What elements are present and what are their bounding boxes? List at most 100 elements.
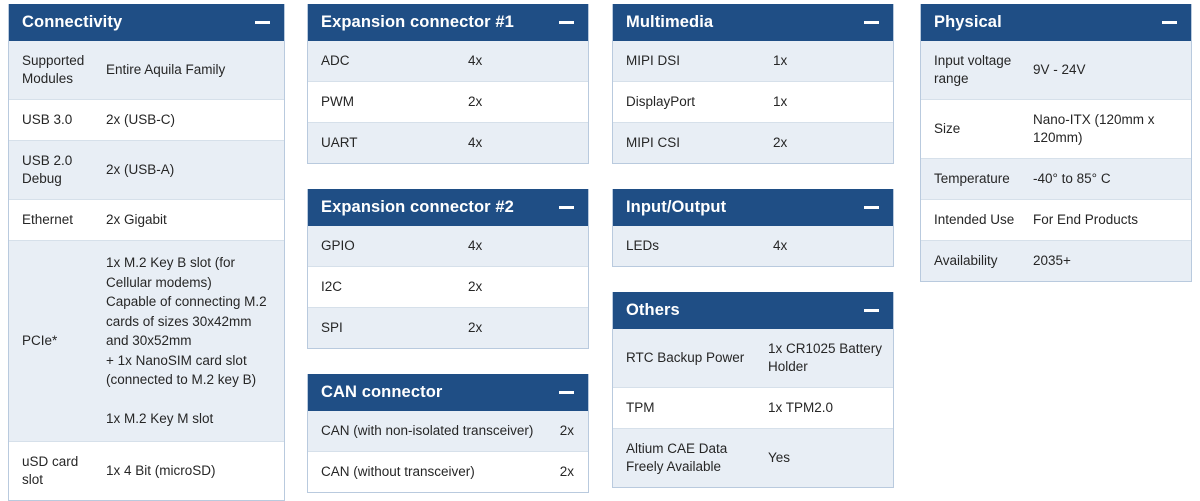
card-header-expansion-connector-1[interactable]: Expansion connector #1 [308,4,588,41]
card-header-input-output[interactable]: Input/Output [613,189,893,226]
table-row: uSD card slot 1x 4 Bit (microSD) [9,441,284,500]
row-label: ADC [321,53,350,68]
row-label: MIPI CSI [626,135,681,150]
minus-icon[interactable] [864,21,879,24]
row-label: Temperature [934,171,1010,186]
minus-icon[interactable] [559,391,574,394]
card-header-physical[interactable]: Physical [921,4,1191,41]
card-title: Connectivity [22,13,123,32]
row-value: For End Products [1033,212,1139,227]
row-label: Input voltage range [934,53,1012,86]
row-label: SPI [321,320,343,335]
minus-icon[interactable] [559,206,574,209]
table-row: I2C 2x [308,267,588,308]
table-row: Ethernet 2x Gigabit [9,200,284,241]
table-row: USB 2.0 Debug 2x (USB-A) [9,141,284,200]
card-can-connector: CAN connector CAN (with non-isolated tra… [307,374,589,493]
card-header-multimedia[interactable]: Multimedia [613,4,893,41]
card-title: Physical [934,13,1002,32]
card-title: Input/Output [626,198,727,217]
row-value: 2x Gigabit [106,212,167,227]
card-expansion-connector-1: Expansion connector #1 ADC 4x PWM 2x UAR… [307,4,589,164]
card-title: CAN connector [321,383,443,402]
row-value: 2x (USB-C) [106,112,176,127]
row-label: USB 3.0 [22,112,73,127]
row-value: Yes [768,450,791,465]
table-row: DisplayPort 1x [613,82,893,123]
table-row: GPIO 4x [308,226,588,267]
row-label: Ethernet [22,212,74,227]
table-row: USB 3.0 2x (USB-C) [9,100,284,141]
row-label: Size [934,121,961,136]
row-label: Altium CAE Data Freely Available [626,441,728,474]
row-label: uSD card slot [22,453,79,487]
row-value: 2x [468,94,483,109]
spec-column-2: Expansion connector #1 ADC 4x PWM 2x UAR… [300,4,605,493]
row-label: TPM [626,400,655,415]
row-value: 1x [773,94,788,109]
row-label: PCIe* [22,332,58,348]
row-value: 1x M.2 Key B slot (for Cellular modems) … [106,255,267,426]
row-value: 2x [559,464,574,479]
card-rows: ADC 4x PWM 2x UART 4x [308,41,588,163]
row-label: CAN (without transceiver) [321,464,475,479]
table-row: MIPI CSI 2x [613,123,893,163]
row-label: CAN (with non-isolated transceiver) [321,423,534,438]
row-value: 4x [773,238,788,253]
row-value: 2x [559,423,574,438]
table-row: Input voltage range 9V - 24V [921,41,1191,100]
row-value: 1x TPM2.0 [768,400,834,415]
row-value: 4x [468,53,483,68]
table-row: TPM 1x TPM2.0 [613,388,893,429]
row-label: I2C [321,279,343,294]
table-row: LEDs 4x [613,226,893,266]
row-value: 2035+ [1033,253,1071,268]
row-label: MIPI DSI [626,53,681,68]
card-rows: Input voltage range 9V - 24V Size Nano-I… [921,41,1191,281]
card-rows: GPIO 4x I2C 2x SPI 2x [308,226,588,348]
card-title: Others [626,301,680,320]
row-value: 1x 4 Bit (microSD) [106,462,216,478]
minus-icon[interactable] [255,21,270,24]
row-value: 2x [468,279,483,294]
row-label: RTC Backup Power [626,350,745,365]
spec-column-4: Physical Input voltage range 9V - 24V Si… [910,4,1200,282]
minus-icon[interactable] [559,21,574,24]
spec-column-1: Connectivity Supported Modules Entire Aq… [0,4,300,501]
spec-columns: Connectivity Supported Modules Entire Aq… [0,4,1200,501]
table-row: PWM 2x [308,82,588,123]
card-input-output: Input/Output LEDs 4x [612,189,894,267]
card-multimedia: Multimedia MIPI DSI 1x DisplayPort 1x MI… [612,4,894,164]
card-expansion-connector-2: Expansion connector #2 GPIO 4x I2C 2x SP… [307,189,589,349]
row-value: Nano-ITX (120mm x 120mm) [1033,112,1155,145]
card-rows: LEDs 4x [613,226,893,266]
card-physical: Physical Input voltage range 9V - 24V Si… [920,4,1192,282]
card-header-others[interactable]: Others [613,292,893,329]
spec-column-3: Multimedia MIPI DSI 1x DisplayPort 1x MI… [605,4,910,488]
row-label: UART [321,135,358,150]
table-row: Availability 2035+ [921,241,1191,281]
card-rows: MIPI DSI 1x DisplayPort 1x MIPI CSI 2x [613,41,893,163]
row-label: DisplayPort [626,94,696,109]
card-title: Expansion connector #2 [321,198,514,217]
row-value: 4x [468,135,483,150]
row-value: 4x [468,238,483,253]
card-header-expansion-connector-2[interactable]: Expansion connector #2 [308,189,588,226]
card-rows: RTC Backup Power 1x CR1025 Battery Holde… [613,329,893,487]
card-header-can-connector[interactable]: CAN connector [308,374,588,411]
card-rows: Supported Modules Entire Aquila Family U… [9,41,284,500]
table-row: Size Nano-ITX (120mm x 120mm) [921,100,1191,159]
table-row: PCIe* 1x M.2 Key B slot (for Cellular mo… [9,241,284,442]
minus-icon[interactable] [864,309,879,312]
row-label: GPIO [321,238,355,253]
row-value: -40° to 85° C [1033,171,1111,186]
table-row: SPI 2x [308,308,588,348]
row-value: 2x [773,135,788,150]
card-header-connectivity[interactable]: Connectivity [9,4,284,41]
minus-icon[interactable] [864,206,879,209]
row-value: Entire Aquila Family [106,62,226,77]
row-label: Supported Modules [22,53,85,86]
minus-icon[interactable] [1162,21,1177,24]
card-rows: CAN (with non-isolated transceiver) 2x C… [308,411,588,492]
table-row: Altium CAE Data Freely Available Yes [613,429,893,487]
